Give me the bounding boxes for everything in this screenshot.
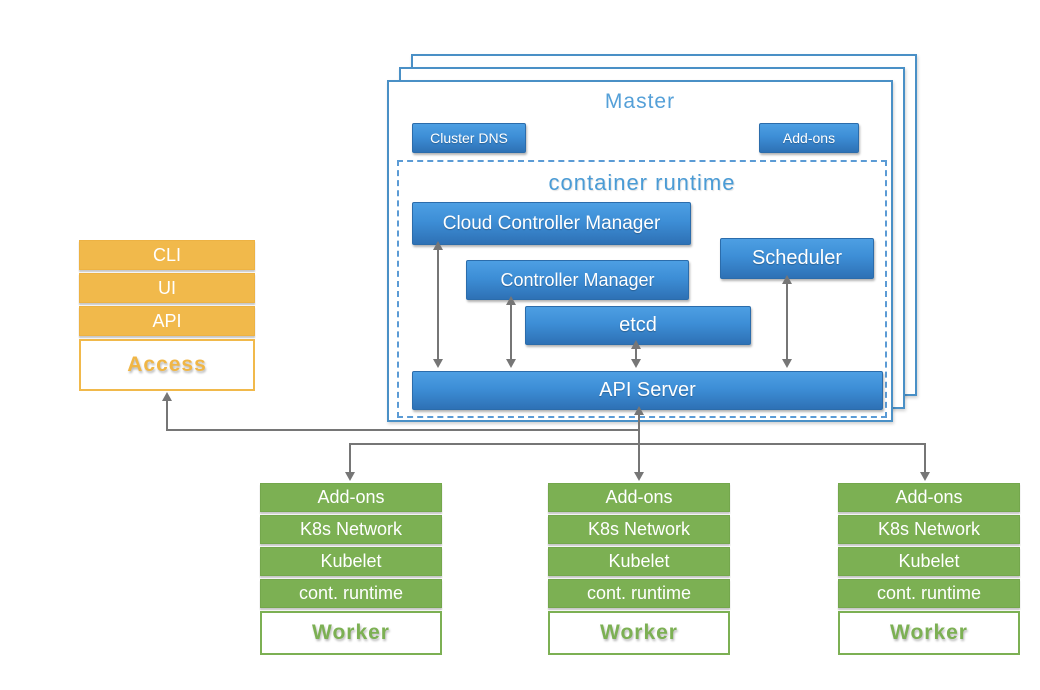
cloud-controller-manager-box: Cloud Controller Manager [412,202,691,245]
master-panel: Master Cluster DNS Add-ons container run… [387,80,893,422]
worker-item-kubelet: Kubelet [260,547,442,576]
connector-worker-left-vertical [349,443,351,473]
worker-label: Worker [260,611,442,655]
api-server-box: API Server [412,371,883,410]
worker-label: Worker [838,611,1020,655]
etcd-box: etcd [525,306,751,345]
container-runtime-title: container runtime [548,170,736,195]
connector-workers-horizontal [350,443,926,445]
connector-access-horizontal [166,429,640,431]
access-item-ui: UI [79,273,255,303]
worker-item-k8s-network: K8s Network [838,515,1020,544]
container-runtime-panel: container runtime Cloud Controller Manag… [397,160,887,418]
arrowhead-access [162,392,172,401]
connector-worker-right-vertical [924,443,926,473]
worker-stack-3: Add-ons K8s Network Kubelet cont. runtim… [838,483,1020,655]
master-title: Master [604,90,676,113]
worker-item-cont-runtime: cont. runtime [838,579,1020,608]
worker-label: Worker [548,611,730,655]
scheduler-box: Scheduler [720,238,874,279]
arrowhead-worker-right [920,472,930,481]
worker-stack-1: Add-ons K8s Network Kubelet cont. runtim… [260,483,442,655]
worker-item-k8s-network: K8s Network [260,515,442,544]
controller-manager-box: Controller Manager [466,260,689,300]
access-item-cli: CLI [79,240,255,270]
worker-item-cont-runtime: cont. runtime [260,579,442,608]
access-item-api: API [79,306,255,336]
connector-api-trunk [638,413,640,474]
worker-item-kubelet: Kubelet [548,547,730,576]
worker-stack-2: Add-ons K8s Network Kubelet cont. runtim… [548,483,730,655]
worker-item-cont-runtime: cont. runtime [548,579,730,608]
arrowhead-worker-middle [634,472,644,481]
master-add-ons-box: Add-ons [759,123,859,153]
worker-item-add-ons: Add-ons [838,483,1020,512]
worker-item-add-ons: Add-ons [548,483,730,512]
arrowhead-worker-left [345,472,355,481]
connector-access-vertical [166,399,168,430]
access-label: Access [79,339,255,391]
worker-item-add-ons: Add-ons [260,483,442,512]
access-stack: CLI UI API Access [79,240,255,391]
worker-item-kubelet: Kubelet [838,547,1020,576]
cluster-dns-box: Cluster DNS [412,123,526,153]
worker-item-k8s-network: K8s Network [548,515,730,544]
